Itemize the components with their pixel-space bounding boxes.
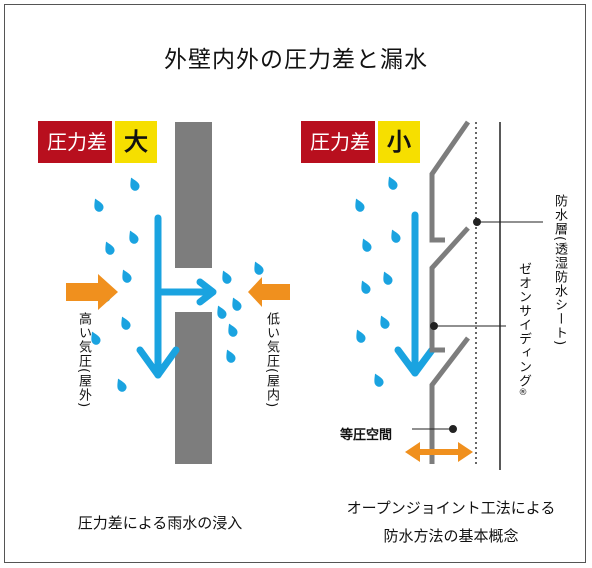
siding-label: ゼオンサイディング® (514, 262, 533, 399)
water-drain-arrow (394, 211, 436, 377)
siding-label-text: ゼオンサイディング (516, 262, 531, 388)
high-pressure-arrow (66, 274, 118, 310)
right-caption-line1: オープンジョイント工法による (346, 499, 556, 517)
low-pressure-arrow (248, 277, 290, 307)
waterproof-layer-label: 防水層(透湿防水シート) (552, 194, 567, 347)
water-flow-arrow (136, 214, 217, 379)
low-pressure-label: 低い気圧(屋内) (264, 312, 279, 409)
badge-pressure-small: 圧力差 小 (301, 121, 423, 163)
raindrops-right (351, 174, 403, 389)
equal-pressure-double-arrow (405, 442, 473, 462)
badge-size: 小 (378, 121, 420, 163)
registered-mark: ® (518, 388, 528, 399)
right-caption-line2: 防水方法の基本概念 (383, 527, 519, 545)
siding-panels (429, 120, 471, 464)
equal-pressure-space-label: 等圧空間 (340, 428, 393, 443)
high-pressure-label: 高い気圧(屋外) (76, 312, 91, 409)
right-caption: オープンジョイント工法による 防水方法の基本概念 (320, 494, 582, 550)
badge-pressure-large: 圧力差 大 (38, 121, 160, 163)
exterior-wall (175, 122, 212, 464)
leader-lines (412, 218, 543, 433)
diagram-frame (4, 4, 586, 563)
badge-size: 大 (115, 121, 157, 163)
left-caption: 圧力差による雨水の浸入 (77, 514, 243, 532)
diagram-title: 外壁内外の圧力差と漏水 (164, 47, 428, 73)
badge-label: 圧力差 (38, 121, 112, 163)
badge-label: 圧力差 (301, 121, 375, 163)
